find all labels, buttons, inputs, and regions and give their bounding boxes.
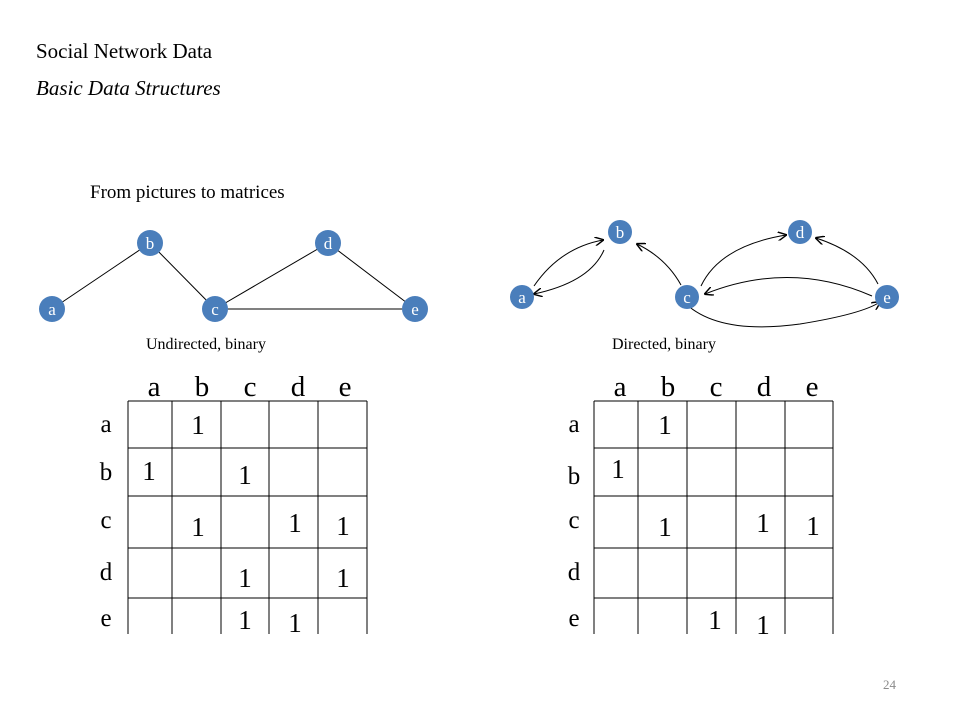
- undirected-nodes: a b c d e: [39, 230, 428, 322]
- undirected-node-b: b: [137, 230, 163, 256]
- directed-row-header-a: a: [568, 411, 580, 438]
- undirected-row-header-b: b: [99, 459, 113, 486]
- directed-edge-e-d: [816, 238, 879, 285]
- undirected-edge-b-c: [149, 242, 216, 310]
- directed-row-header-d: d: [567, 559, 581, 586]
- undirected-node-d: d: [315, 230, 341, 256]
- directed-label: Directed, binary: [612, 336, 716, 353]
- undirected-col-header-c: c: [243, 371, 257, 403]
- undirected-cell-d-c: 1: [238, 563, 252, 593]
- directed-node-a: a: [510, 285, 534, 309]
- directed-cell-b-a: 1: [611, 454, 625, 484]
- directed-node-a-label: a: [518, 288, 526, 307]
- directed-node-b: b: [608, 220, 632, 244]
- undirected-cell-c-d: 1: [288, 508, 302, 538]
- undirected-edge-d-e: [327, 242, 416, 310]
- directed-row-header-b: b: [567, 463, 581, 490]
- directed-col-header-c: c: [709, 371, 723, 403]
- directed-col-header-b: b: [660, 371, 676, 403]
- undirected-edge-a-b: [51, 242, 151, 310]
- directed-col-header-e: e: [805, 371, 819, 403]
- directed-col-header-a: a: [613, 371, 627, 403]
- undirected-node-d-label: d: [324, 234, 333, 253]
- directed-nodes: a b c d e: [510, 220, 899, 309]
- directed-node-d: d: [788, 220, 812, 244]
- undirected-cell-d-e: 1: [336, 563, 350, 593]
- slide-subtitle: Basic Data Structures: [36, 76, 221, 100]
- directed-edge-c-e: [685, 302, 880, 328]
- directed-edge-a-b: [533, 240, 603, 287]
- directed-edge-e-c: [705, 277, 873, 297]
- undirected-col-header-d: d: [290, 371, 306, 403]
- undirected-cell-a-b: 1: [191, 410, 205, 440]
- undirected-edge-c-d: [214, 242, 329, 310]
- directed-cell-c-b: 1: [658, 512, 672, 542]
- undirected-row-header-c: c: [100, 507, 112, 534]
- undirected-node-e: e: [402, 296, 428, 322]
- directed-row-header-e: e: [568, 605, 580, 632]
- directed-cell-a-b: 1: [658, 410, 672, 440]
- undirected-label: Undirected, binary: [146, 336, 266, 353]
- directed-node-c: c: [675, 285, 699, 309]
- undirected-node-a-label: a: [48, 300, 56, 319]
- undirected-col-header-e: e: [338, 371, 352, 403]
- undirected-node-c-label: c: [211, 300, 219, 319]
- undirected-col-header-b: b: [194, 371, 210, 403]
- undirected-row-header-e: e: [100, 605, 112, 632]
- directed-row-header-c: c: [568, 507, 580, 534]
- slide-caption: From pictures to matrices: [90, 182, 285, 203]
- undirected-node-c: c: [202, 296, 228, 322]
- undirected-cell-c-b: 1: [191, 512, 205, 542]
- undirected-cell-b-c: 1: [238, 460, 252, 490]
- slide-title: Social Network Data: [36, 39, 213, 63]
- directed-node-e: e: [875, 285, 899, 309]
- undirected-row-header-a: a: [100, 411, 112, 438]
- undirected-cell-b-a: 1: [142, 456, 156, 486]
- directed-cell-c-d: 1: [756, 508, 770, 538]
- undirected-col-header-a: a: [147, 371, 161, 403]
- directed-edges: [533, 235, 880, 328]
- undirected-edges: [51, 242, 416, 310]
- undirected-node-a: a: [39, 296, 65, 322]
- undirected-node-b-label: b: [146, 234, 155, 253]
- undirected-cell-e-d: 1: [288, 608, 302, 638]
- directed-node-e-label: e: [883, 288, 891, 307]
- directed-node-c-label: c: [683, 288, 691, 307]
- undirected-row-header-d: d: [99, 559, 113, 586]
- undirected-node-e-label: e: [411, 300, 419, 319]
- directed-edge-c-b: [637, 244, 682, 286]
- directed-node-d-label: d: [796, 223, 805, 242]
- directed-edge-b-a: [534, 249, 605, 294]
- directed-cell-c-e: 1: [806, 511, 820, 541]
- undirected-cell-c-e: 1: [336, 511, 350, 541]
- page-number: 24: [883, 677, 896, 692]
- directed-cell-e-e: 1: [756, 610, 770, 640]
- directed-node-b-label: b: [616, 223, 625, 242]
- directed-cell-e-d: 1: [708, 605, 722, 635]
- directed-edge-c-d: [700, 235, 786, 287]
- directed-col-header-d: d: [756, 371, 772, 403]
- undirected-cell-e-c: 1: [238, 605, 252, 635]
